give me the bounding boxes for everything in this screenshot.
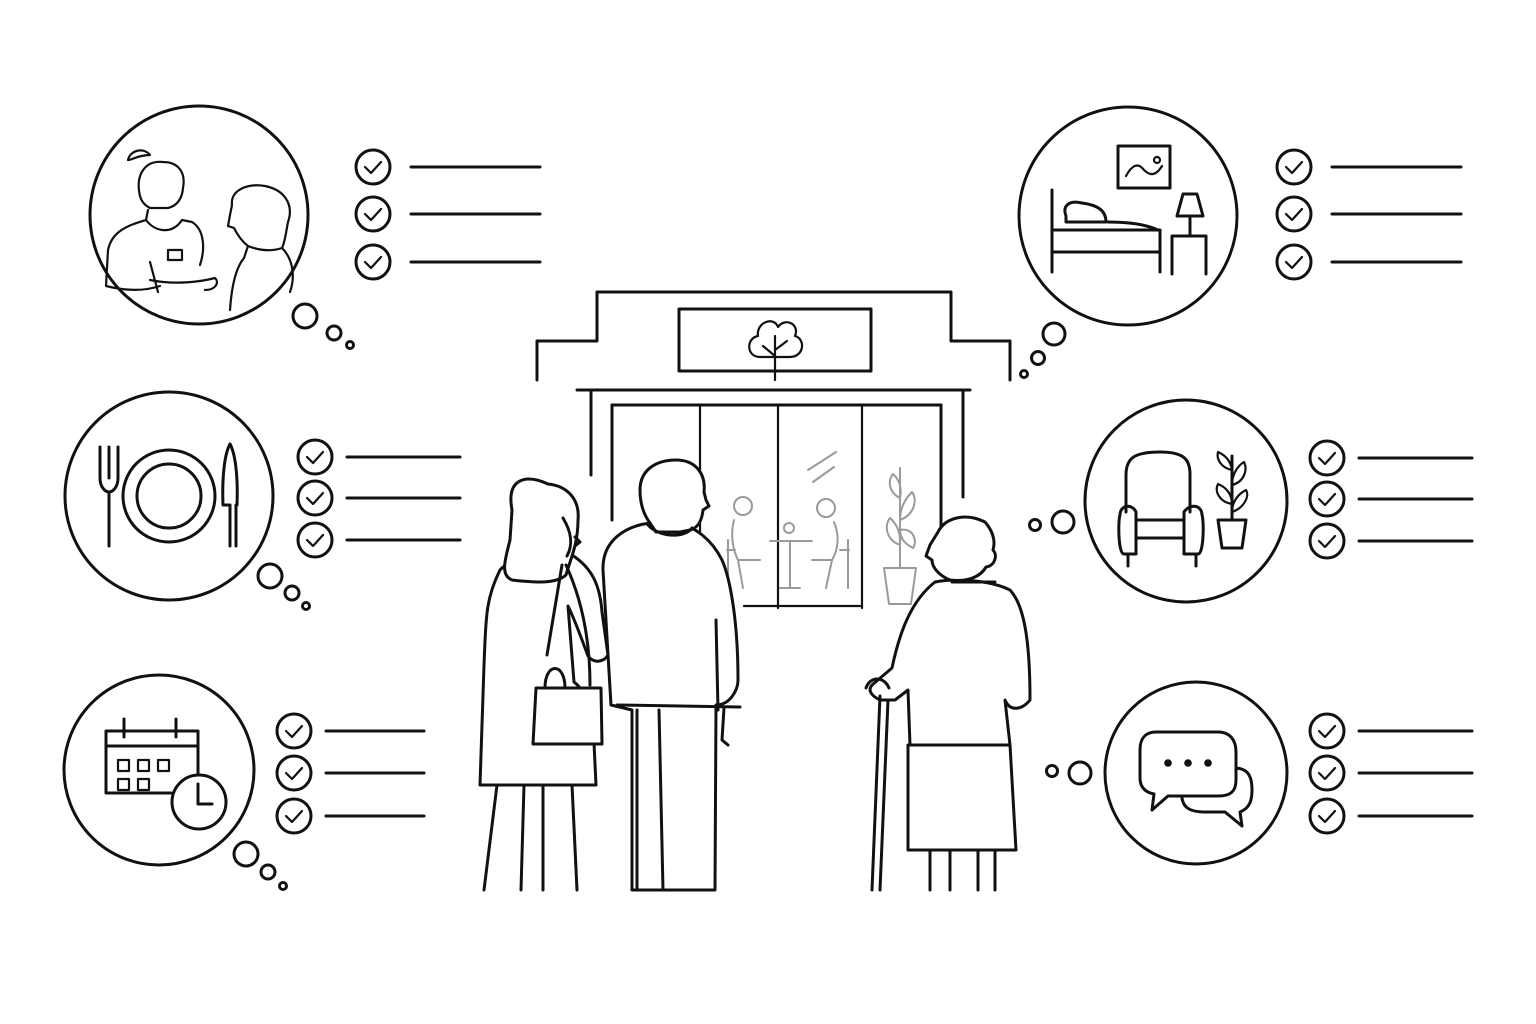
feature-checklist xyxy=(1308,712,1474,835)
lounge-armchair-icon xyxy=(1117,450,1249,568)
feature-checklist xyxy=(1308,439,1474,560)
thought-bubbles xyxy=(256,562,311,611)
visitor-elderly-woman-with-cane xyxy=(864,515,1032,892)
feature-lounge xyxy=(1028,398,1474,604)
care-home-building xyxy=(535,290,1012,610)
feature-private-room xyxy=(1017,105,1463,379)
feature-checklist xyxy=(275,712,426,835)
chat-bubbles-icon xyxy=(1138,730,1254,828)
thought-bubbles xyxy=(291,302,355,350)
feature-checklist xyxy=(1275,148,1463,281)
private-room-icon xyxy=(1050,144,1208,276)
feature-caregiver xyxy=(88,104,542,350)
feature-schedule xyxy=(62,673,426,891)
thought-bubbles xyxy=(1028,509,1076,535)
feature-checklist xyxy=(354,148,542,281)
people-at-table-inside xyxy=(726,496,850,589)
visitor-woman-with-handbag xyxy=(478,477,610,892)
potted-plant-inside xyxy=(883,467,917,605)
tree-logo-icon xyxy=(748,320,804,382)
calendar-schedule-icon xyxy=(104,717,228,831)
dining-plate-icon xyxy=(98,442,239,548)
feature-dining xyxy=(63,390,462,611)
thought-bubbles xyxy=(232,840,288,891)
caregiver-with-resident-icon xyxy=(104,149,294,312)
thought-bubbles xyxy=(1045,760,1093,786)
thought-bubbles xyxy=(1019,321,1067,379)
visitor-man xyxy=(601,458,742,892)
feature-communication xyxy=(1045,680,1474,866)
feature-checklist xyxy=(296,438,462,559)
